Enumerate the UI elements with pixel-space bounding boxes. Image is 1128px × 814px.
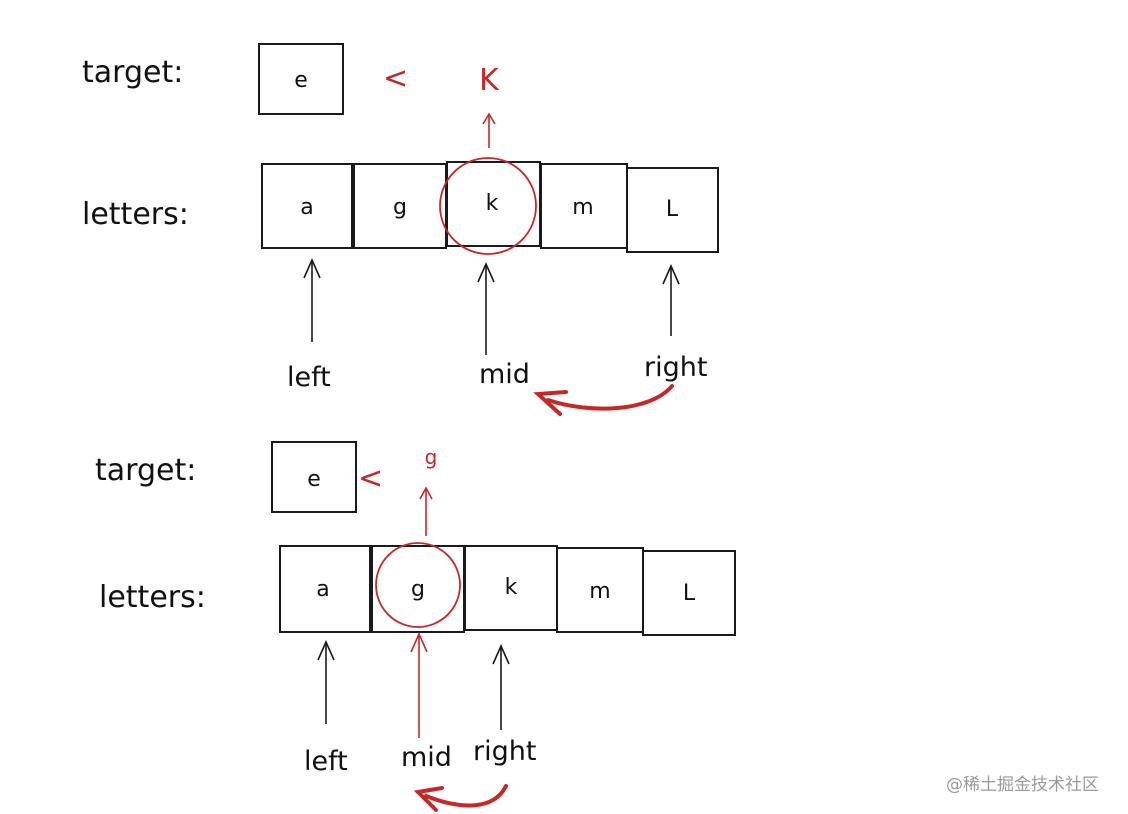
step2-right-to-mid-curve bbox=[413, 784, 508, 812]
step1-letters-label: letters: bbox=[82, 197, 189, 232]
step2-red-up-arrow bbox=[419, 486, 433, 536]
step1-right-to-mid-curve bbox=[533, 384, 674, 416]
step2-target-box bbox=[271, 441, 357, 513]
step2-cell-1 bbox=[371, 545, 465, 633]
step2-left-arrow bbox=[317, 640, 335, 724]
step2-left-label: left bbox=[304, 746, 348, 777]
step2-cell-4 bbox=[642, 550, 736, 636]
step1-cell-1-letter: g bbox=[393, 195, 407, 220]
step2-mid-value: g bbox=[425, 445, 438, 469]
step1-cell-1 bbox=[353, 163, 447, 249]
step1-mid-arrow bbox=[477, 262, 495, 355]
step1-cell-0-letter: a bbox=[300, 195, 313, 220]
step2-right-label: right bbox=[473, 736, 536, 767]
step2-cell-2 bbox=[464, 545, 558, 631]
step1-red-up-arrow bbox=[482, 112, 496, 148]
step1-cell-4-letter: L bbox=[666, 197, 679, 222]
step1-right-label: right bbox=[644, 352, 707, 383]
step2-target-label: target: bbox=[95, 453, 196, 488]
step2-letters-label: letters: bbox=[99, 580, 206, 615]
step1-cell-0 bbox=[261, 163, 353, 249]
step2-cell-0-letter: a bbox=[316, 577, 329, 602]
step1-left-label: left bbox=[287, 362, 331, 393]
step1-target-value: e bbox=[294, 68, 308, 93]
step2-cell-3 bbox=[556, 547, 644, 633]
step2-right-arrow bbox=[492, 644, 510, 730]
step2-target-value: e bbox=[307, 467, 321, 492]
step1-left-arrow bbox=[303, 258, 321, 342]
step1-target-box bbox=[258, 43, 344, 115]
step1-mid-highlight-circle bbox=[439, 157, 537, 255]
step2-cell-0 bbox=[279, 545, 371, 633]
watermark-text: @稀土掘金技术社区 bbox=[946, 775, 1099, 795]
step1-group: target: e < K letters: a g k m L bbox=[82, 43, 719, 416]
step1-cell-2-letter: k bbox=[486, 191, 499, 216]
step1-compare-symbol: < bbox=[383, 61, 408, 96]
step1-target-label: target: bbox=[82, 55, 183, 90]
step2-cell-1-letter: g bbox=[411, 577, 425, 602]
step2-cell-4-letter: L bbox=[683, 581, 696, 606]
step2-mid-arrow-red bbox=[410, 632, 428, 738]
step1-cell-3-letter: m bbox=[572, 195, 593, 220]
step1-mid-value: K bbox=[479, 63, 500, 98]
step2-cell-3-letter: m bbox=[589, 579, 610, 604]
step2-mid-label: mid bbox=[401, 742, 452, 773]
step1-mid-label: mid bbox=[479, 359, 530, 390]
step2-cell-2-letter: k bbox=[505, 575, 518, 600]
step1-cell-4 bbox=[626, 167, 719, 253]
step1-right-arrow bbox=[662, 264, 680, 336]
step2-group: target: e < g letters: a g k m L bbox=[95, 441, 736, 812]
step2-compare-symbol: < bbox=[358, 461, 383, 496]
step2-mid-highlight-circle bbox=[375, 542, 461, 628]
